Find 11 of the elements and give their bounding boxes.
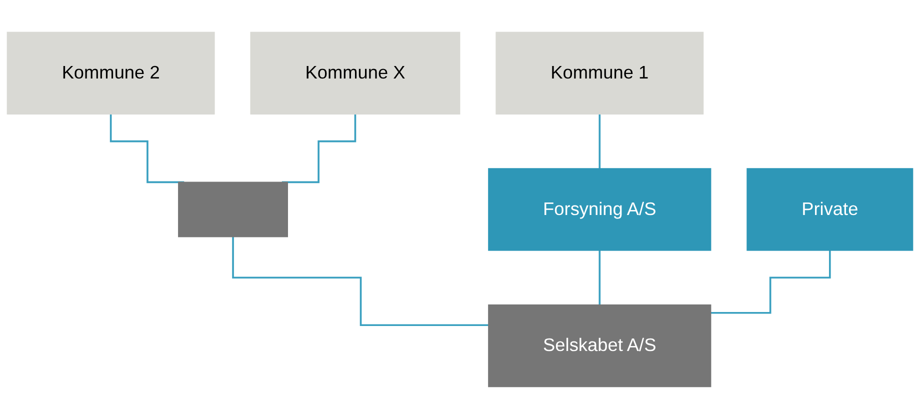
node-box: Kommune 2 [6,31,215,114]
node-box: Selskabet A/S [488,304,712,387]
connector [598,112,601,169]
node-box [178,181,288,237]
connector [232,235,489,326]
node-box: Kommune 1 [496,31,704,114]
node-box: Private [746,168,914,250]
node-box: Kommune X [250,31,460,114]
connector [598,248,601,306]
connector [710,248,831,314]
node-box: Forsyning A/S [488,168,712,250]
